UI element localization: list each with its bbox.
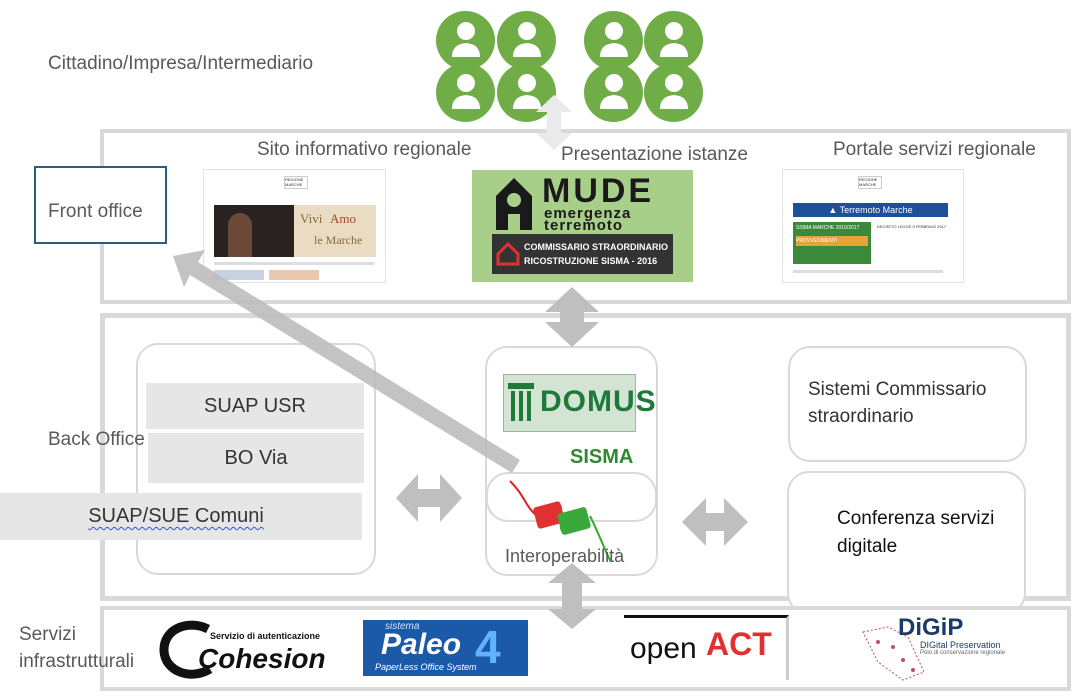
user-icon	[644, 11, 703, 70]
portal-banner: ▲ Terremoto Marche	[793, 203, 948, 217]
user-icon	[436, 11, 495, 70]
front-office-label: Front office	[48, 201, 143, 222]
domus-brand: DOMUS	[540, 385, 657, 418]
user-icon	[436, 63, 495, 122]
user-icon	[497, 11, 556, 70]
cathedral-icon	[496, 178, 532, 230]
present-title: Presentazione istanze	[561, 144, 748, 165]
site-thumbnail[interactable]: REGIONE MARCHE Vivi Amo le Marche	[204, 170, 385, 282]
front-office-box: Front office	[34, 166, 167, 244]
digip-logo[interactable]: DiGiP DIGital Preservation Polo di conse…	[858, 614, 1033, 684]
citizen-label: Cittadino/Impresa/Intermediario	[48, 53, 314, 74]
portal-title: Portale servizi regionale	[833, 139, 1036, 160]
suap-sue-box[interactable]: SUAP/SUE Comuni	[0, 493, 362, 540]
site-photo	[214, 205, 294, 257]
user-icon	[644, 63, 703, 122]
infra-label: Servizi infrastrutturali	[19, 624, 135, 672]
sistemi-box[interactable]: Sistemi Commissario straordinario	[788, 346, 1027, 462]
portal-card: SISMA MARCHE 2016/2017 PROVVEDIMENTI	[793, 222, 871, 264]
suap-usr-box[interactable]: SUAP USR	[146, 383, 364, 429]
site-brand: REGIONE MARCHE	[284, 176, 308, 189]
bo-via-box[interactable]: BO Via	[148, 433, 364, 483]
user-icon	[497, 63, 556, 122]
warning-icon: ▲	[828, 205, 838, 215]
user-icon	[584, 11, 643, 70]
user-icon	[584, 63, 643, 122]
interop-label: Interoperabilità	[505, 546, 625, 566]
site-title: Sito informativo regionale	[257, 139, 472, 160]
mude-line2: terremoto	[544, 217, 624, 234]
conferenza-label: Conferenza servizi digitale	[837, 508, 995, 557]
marche-map-icon	[862, 626, 925, 681]
domus-logo[interactable]: DOMUS	[503, 374, 656, 432]
mude-logo[interactable]: MUDE emergenza terremoto COMMISSARIO STR…	[472, 170, 693, 282]
sisma-label: SISMA	[570, 446, 634, 468]
mude-brand: MUDE	[542, 172, 655, 210]
puzzle-icon	[509, 480, 612, 563]
cohesion-swoosh-icon	[159, 620, 213, 679]
paleo-logo[interactable]: sistema Paleo 4 PaperLess Office System	[363, 620, 528, 676]
openact-logo[interactable]: open ACT	[624, 615, 789, 680]
portal-thumbnail[interactable]: REGIONE MARCHE ▲ Terremoto Marche SISMA …	[783, 170, 963, 282]
commissario-banner: COMMISSARIO STRAORDINARIO RICOSTRUZIONE …	[492, 234, 673, 274]
cohesion-logo[interactable]: Servizio di autenticazione Cohesion	[158, 617, 333, 683]
conferenza-box[interactable]: Conferenza servizi digitale	[787, 471, 1026, 615]
column-icon	[508, 383, 534, 421]
back-office-label: Back Office	[48, 429, 145, 450]
mude-line1: emergenza	[544, 205, 632, 222]
house-icon	[496, 242, 520, 266]
sistemi-label: Sistemi Commissario straordinario	[808, 379, 987, 427]
site-slogan-box: Vivi Amo le Marche	[294, 205, 376, 257]
